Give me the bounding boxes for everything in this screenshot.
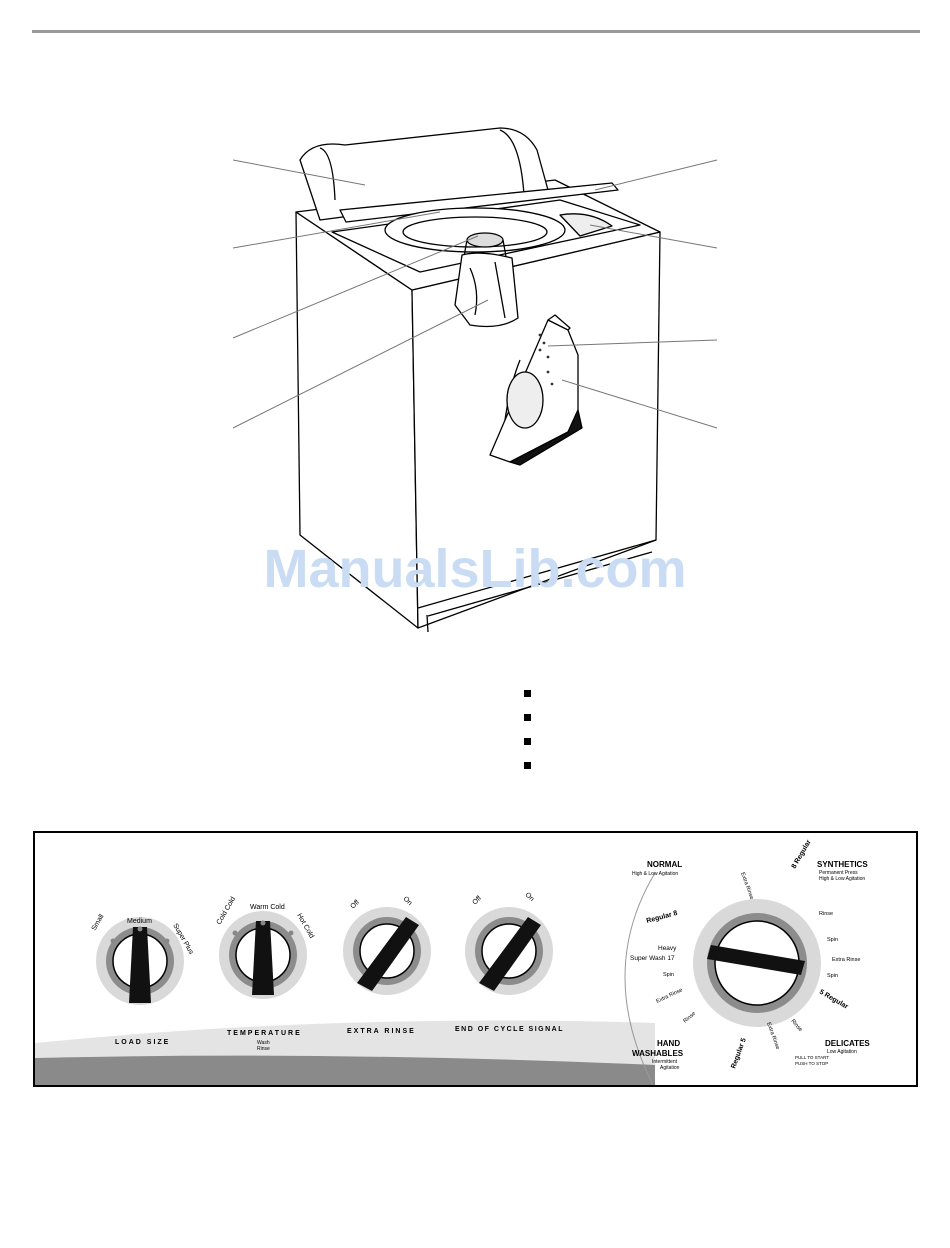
cycle-extra-rinse-3: Extra Rinse — [832, 957, 860, 963]
end-of-cycle-label: END OF CYCLE SIGNAL — [455, 1026, 564, 1033]
cycle-pull-start: PULL TO START — [795, 1055, 829, 1060]
temperature-rinse: Rinse — [257, 1046, 270, 1052]
cycle-normal: NORMAL — [647, 860, 682, 869]
load-size-small: Small — [91, 913, 106, 932]
cycle-synthetics-sub2: High & Low Agitation — [819, 876, 865, 882]
temperature-label: TEMPERATURE — [227, 1030, 302, 1037]
bullet-marker — [524, 714, 531, 721]
cycle-synthetics-sub1: Permanent Press — [819, 870, 858, 876]
cycle-extra-rinse-1: Extra Rinse — [655, 987, 683, 1004]
cycle-extra-rinse-2: Extra Rinse — [739, 872, 754, 901]
extra-rinse-knob[interactable] — [343, 907, 431, 995]
cycle-super-wash: Super Wash 17 — [630, 955, 675, 962]
bullet-marker — [524, 690, 531, 697]
extra-rinse-label: EXTRA RINSE — [347, 1028, 416, 1035]
extra-rinse-on: On — [402, 895, 414, 907]
cycle-syn-regular: 8 Regular — [791, 839, 813, 870]
cycle-regular8: Regular 8 — [646, 910, 679, 925]
cycle-spin-2: Spin — [827, 937, 838, 943]
cycle-rinse-2: Rinse — [819, 911, 833, 917]
temp-cold-cold: Cold Cold — [216, 896, 237, 926]
cycle-rinse-3: Rinse — [789, 1018, 803, 1033]
cycle-spin-3: Spin — [827, 973, 838, 979]
bullet-list — [524, 690, 531, 786]
cycle-normal-sub: High & Low Agitation — [632, 871, 678, 877]
cycle-del-regular: 5 Regular — [818, 989, 849, 1011]
bullet-marker — [524, 738, 531, 745]
cycle-washables: WASHABLES — [632, 1049, 684, 1058]
cycle-dial[interactable] — [693, 899, 821, 1027]
cycle-hw-regular: Regular 5 — [730, 1037, 748, 1069]
load-size-medium: Medium — [127, 918, 152, 925]
cycle-spin-1: Spin — [663, 972, 674, 978]
temp-warm-cold: Warm Cold — [250, 904, 285, 911]
watermark: ManualsLib.com — [263, 539, 687, 599]
cycle-delicates-sub: Low Agitation — [827, 1049, 857, 1055]
control-panel: Small Medium Super Plus Cold Cold Warm C… — [33, 831, 918, 1087]
cycle-rinse-1: Rinse — [682, 1011, 697, 1025]
washer-illustration — [232, 127, 718, 633]
end-of-cycle-knob[interactable] — [465, 907, 553, 995]
load-size-knob[interactable] — [96, 917, 184, 1005]
cycle-delicates: DELICATES — [825, 1039, 870, 1048]
top-rule — [32, 30, 920, 33]
cycle-heavy: Heavy — [658, 945, 677, 952]
cycle-hand: HAND — [657, 1039, 680, 1048]
temperature-wash: Wash — [257, 1040, 270, 1046]
end-signal-off: Off — [471, 895, 482, 906]
temperature-knob[interactable] — [219, 911, 307, 999]
extra-rinse-off: Off — [349, 899, 360, 910]
load-size-label: LOAD SIZE — [115, 1039, 170, 1046]
cycle-push-stop: PUSH TO STOP — [795, 1061, 828, 1066]
cycle-hand-sub1: Intermittent — [652, 1059, 678, 1065]
end-signal-on: On — [524, 891, 536, 903]
cycle-extra-rinse-4: Extra Rinse — [765, 1022, 780, 1051]
cycle-hand-sub2: Agitation — [660, 1065, 680, 1071]
cycle-synthetics: SYNTHETICS — [817, 860, 868, 869]
panel-sweep-dark — [35, 1055, 655, 1085]
bullet-marker — [524, 762, 531, 769]
